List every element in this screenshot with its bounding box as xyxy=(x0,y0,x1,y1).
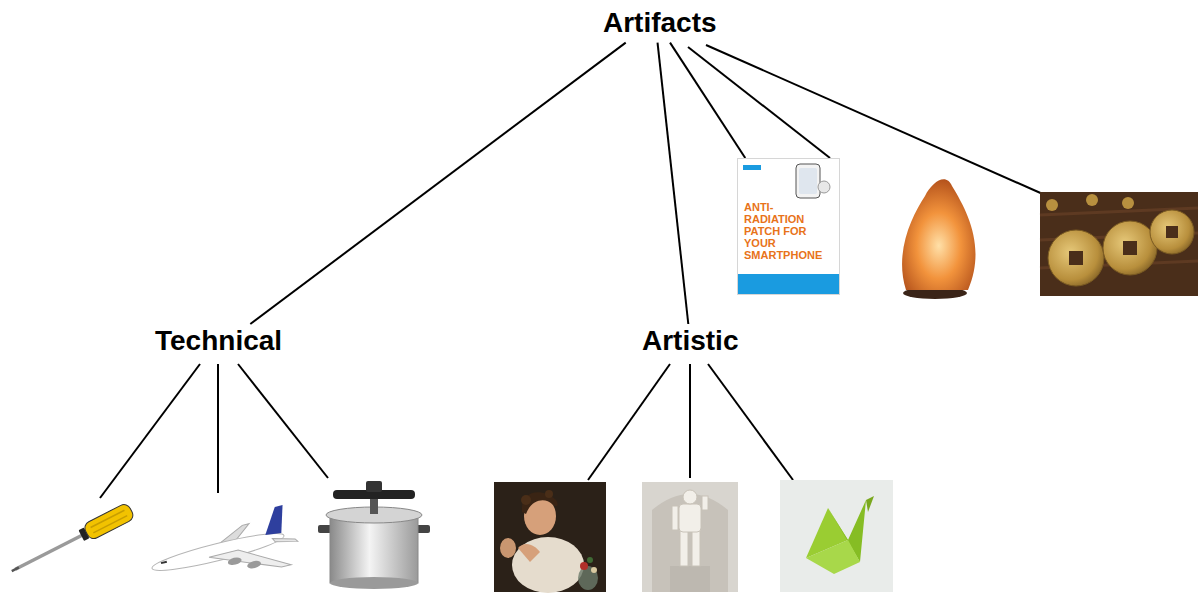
painting xyxy=(494,482,606,593)
statue xyxy=(642,482,738,592)
tree-branch xyxy=(250,43,625,324)
category-name: Artistic xyxy=(642,324,738,358)
leader-lines xyxy=(100,45,1045,498)
coins xyxy=(1040,192,1198,296)
salt-lamp xyxy=(902,179,975,299)
category-name: Artifacts xyxy=(603,6,717,40)
category-label: Artistic xyxy=(642,324,738,358)
screwdriver xyxy=(8,502,136,579)
pressure-cooker xyxy=(318,481,430,589)
origami xyxy=(780,480,893,592)
tree-branch xyxy=(658,43,689,324)
tree-branch xyxy=(670,43,745,158)
category-name: Technical xyxy=(155,324,282,358)
product-card: ANTI-RADIATION PATCH FOR YOUR SMARTPHONE xyxy=(737,158,840,295)
airplane xyxy=(145,504,303,594)
category-label: Technical xyxy=(155,324,282,358)
category-label: Artifacts xyxy=(603,6,717,40)
product-text: ANTI-RADIATION PATCH FOR YOUR SMARTPHONE xyxy=(738,201,839,261)
